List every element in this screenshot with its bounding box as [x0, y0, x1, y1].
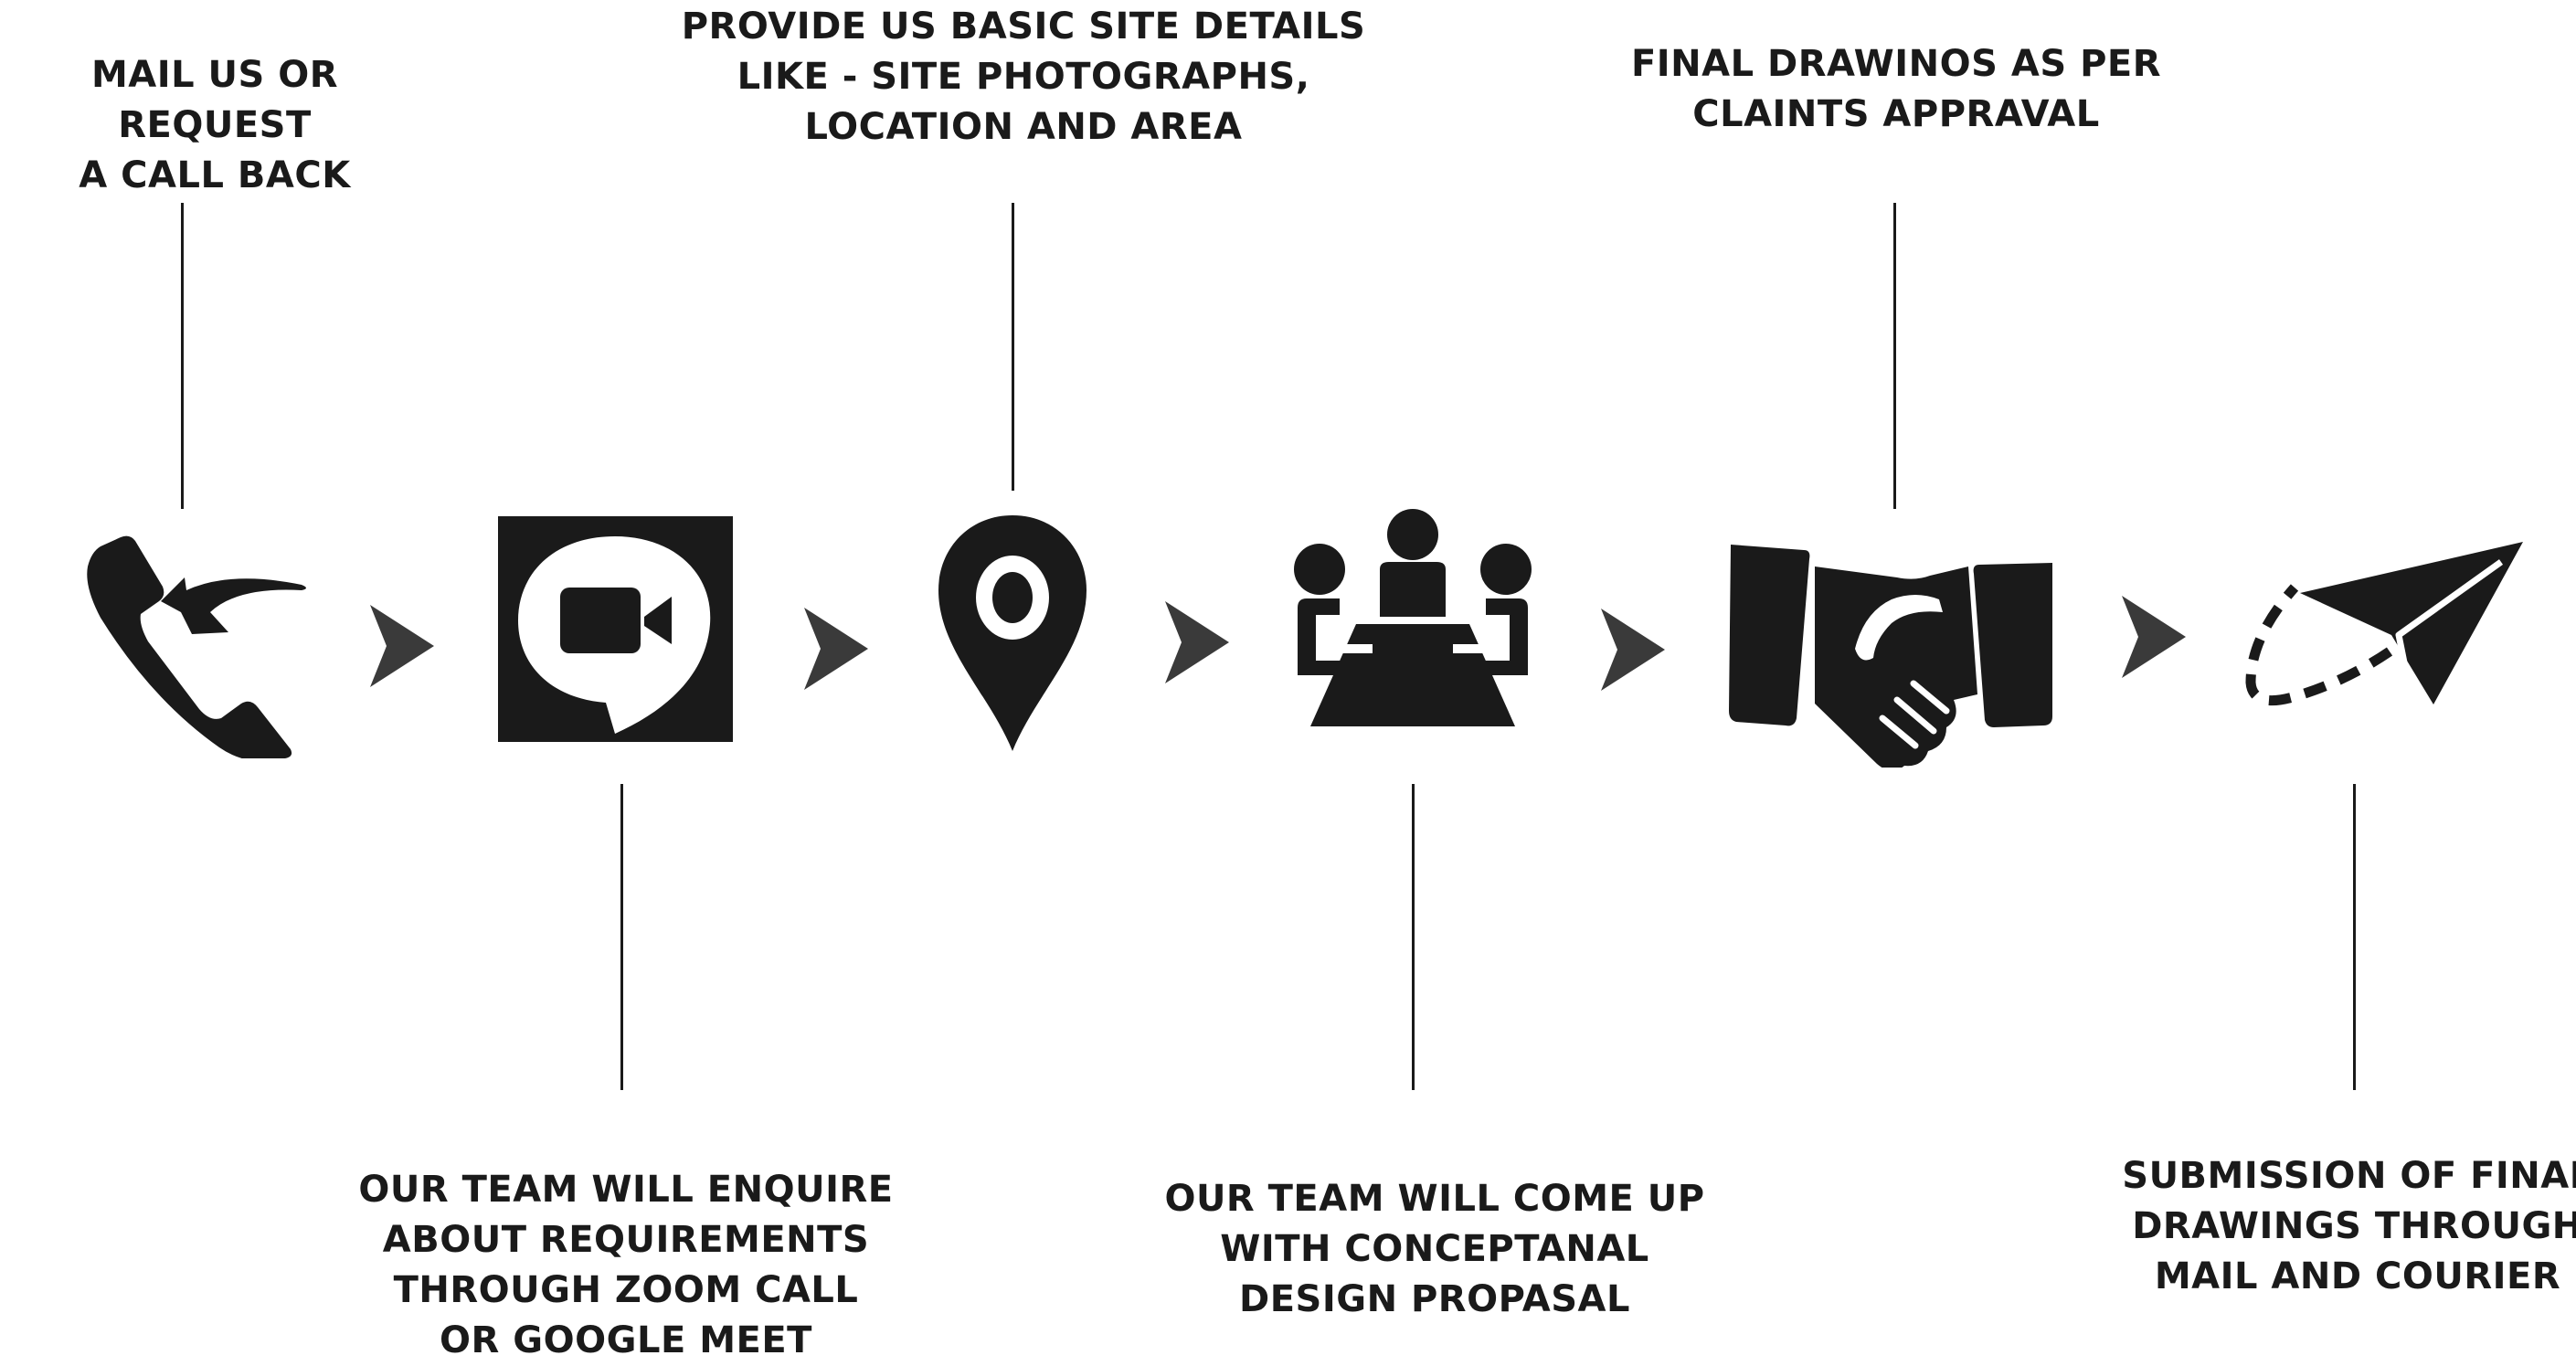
step-5-label: FINAL DRAWINOS AS PER CLAINTS APPRAVAL — [1630, 43, 2162, 135]
step-6-label: SUBMISSION OF FINAL DRAWINGS THROUGH MAI… — [2122, 1155, 2576, 1297]
location-pin-icon — [935, 512, 1090, 754]
step-6-connector — [2353, 784, 2356, 1090]
meeting-table-icon — [1290, 507, 1535, 736]
video-chat-icon — [498, 516, 733, 742]
handshake-icon — [1727, 539, 2056, 768]
step-2-connector — [620, 784, 623, 1090]
step-1-connector — [181, 203, 184, 509]
flow-arrow-3 — [1165, 601, 1229, 683]
step-4-connector — [1412, 784, 1415, 1090]
flow-arrow-4 — [1601, 609, 1665, 691]
paper-plane-icon — [2243, 535, 2527, 736]
flow-arrow-5 — [2122, 596, 2186, 678]
flow-arrow-2 — [804, 608, 868, 690]
phone-callback-icon — [64, 530, 311, 758]
step-1-label: MAIL US OR REQUEST A CALL BACK — [79, 54, 351, 196]
flow-arrow-1 — [370, 605, 434, 687]
step-3-connector — [1012, 203, 1014, 491]
step-3-label: PROVIDE US BASIC SITE DETAILS LIKE - SIT… — [681, 5, 1366, 148]
step-2-label: OUR TEAM WILL ENQUIRE ABOUT REQUIREMENTS… — [358, 1169, 894, 1361]
step-4-label: OUR TEAM WILL COME UP WITH CONCEPTANAL D… — [1164, 1178, 1705, 1320]
step-5-connector — [1893, 203, 1896, 509]
